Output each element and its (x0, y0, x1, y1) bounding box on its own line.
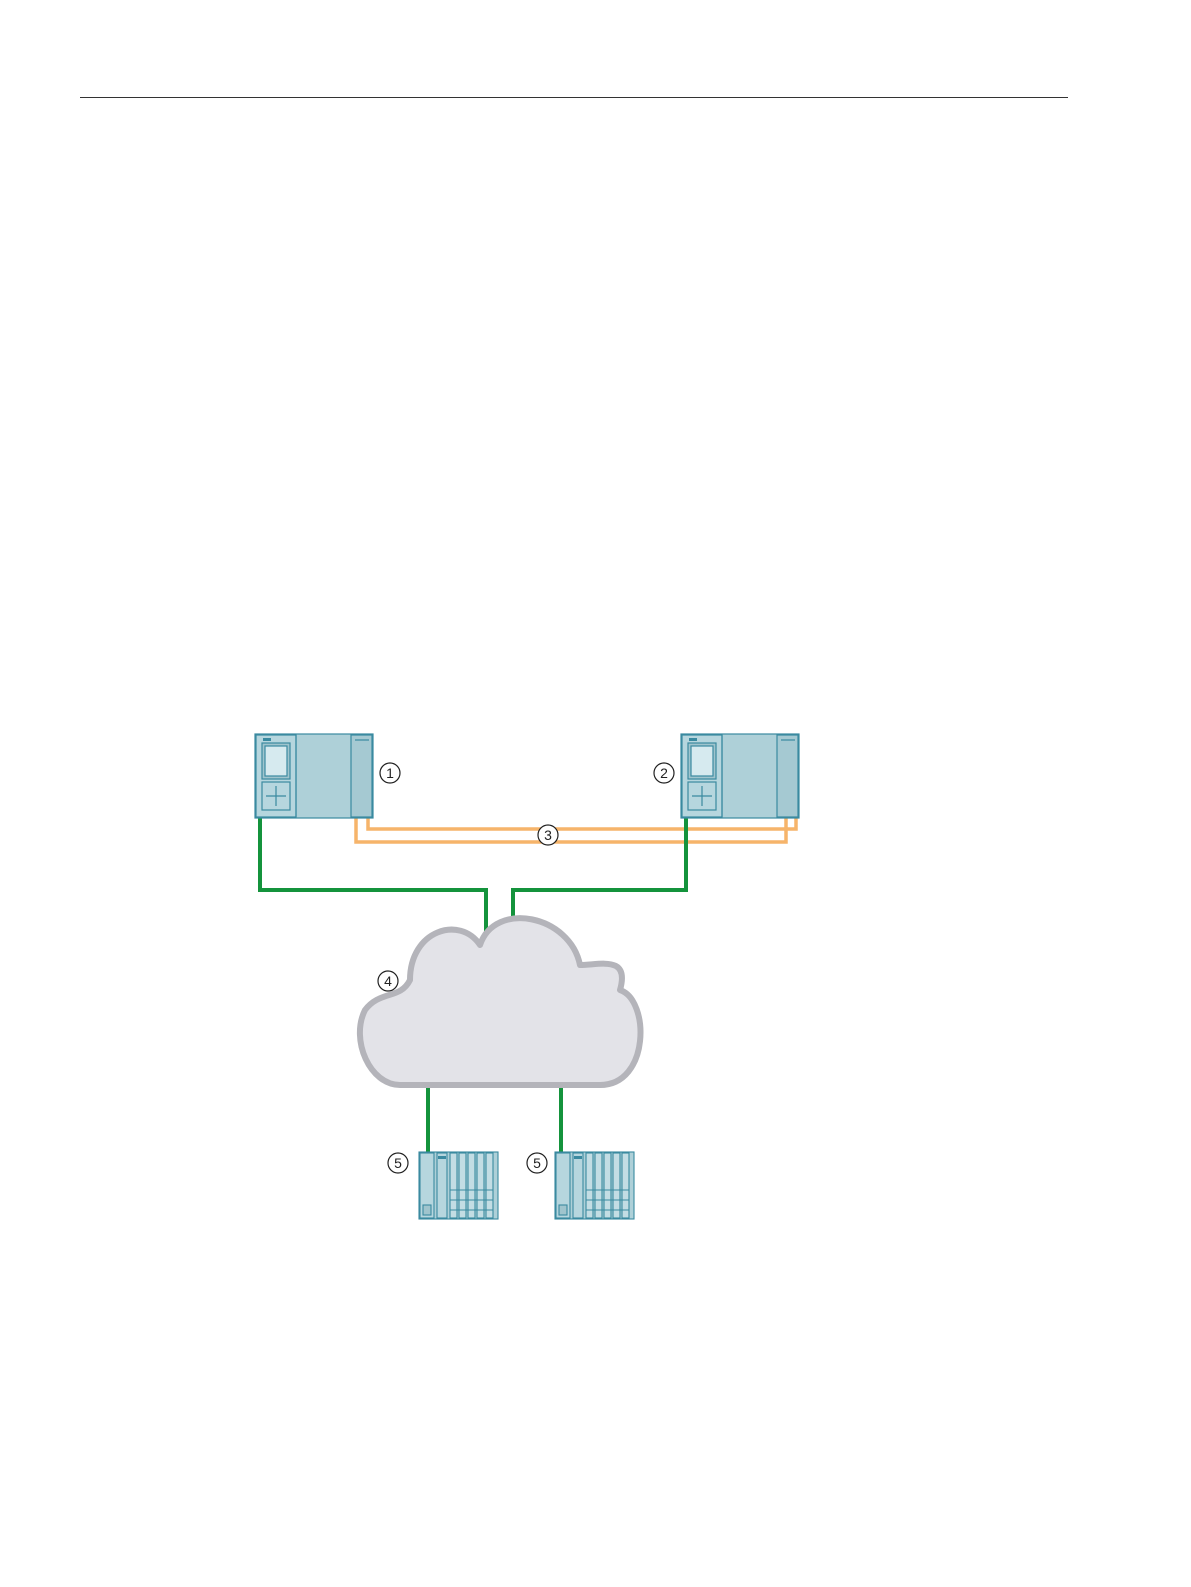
cpu-1 (255, 734, 373, 818)
network-cloud (360, 918, 641, 1085)
sync-line-upper (368, 818, 796, 829)
sync-connections (356, 818, 796, 842)
callout-4: 4 (378, 971, 398, 991)
callout-5b: 5 (527, 1153, 547, 1173)
cpu-2 (681, 734, 799, 818)
svg-text:5: 5 (533, 1155, 541, 1171)
svg-text:3: 3 (544, 827, 552, 843)
io-device-1 (419, 1152, 498, 1219)
callout-2: 2 (654, 763, 674, 783)
profinet-line-cpu1 (260, 818, 486, 935)
svg-text:4: 4 (384, 973, 392, 989)
svg-text:5: 5 (394, 1155, 402, 1171)
callout-1: 1 (380, 763, 400, 783)
io-device-2 (555, 1152, 634, 1219)
callout-5a: 5 (388, 1153, 408, 1173)
svg-text:1: 1 (386, 765, 394, 781)
svg-text:2: 2 (660, 765, 668, 781)
callout-3: 3 (538, 825, 558, 845)
cloud-shape (360, 918, 641, 1085)
